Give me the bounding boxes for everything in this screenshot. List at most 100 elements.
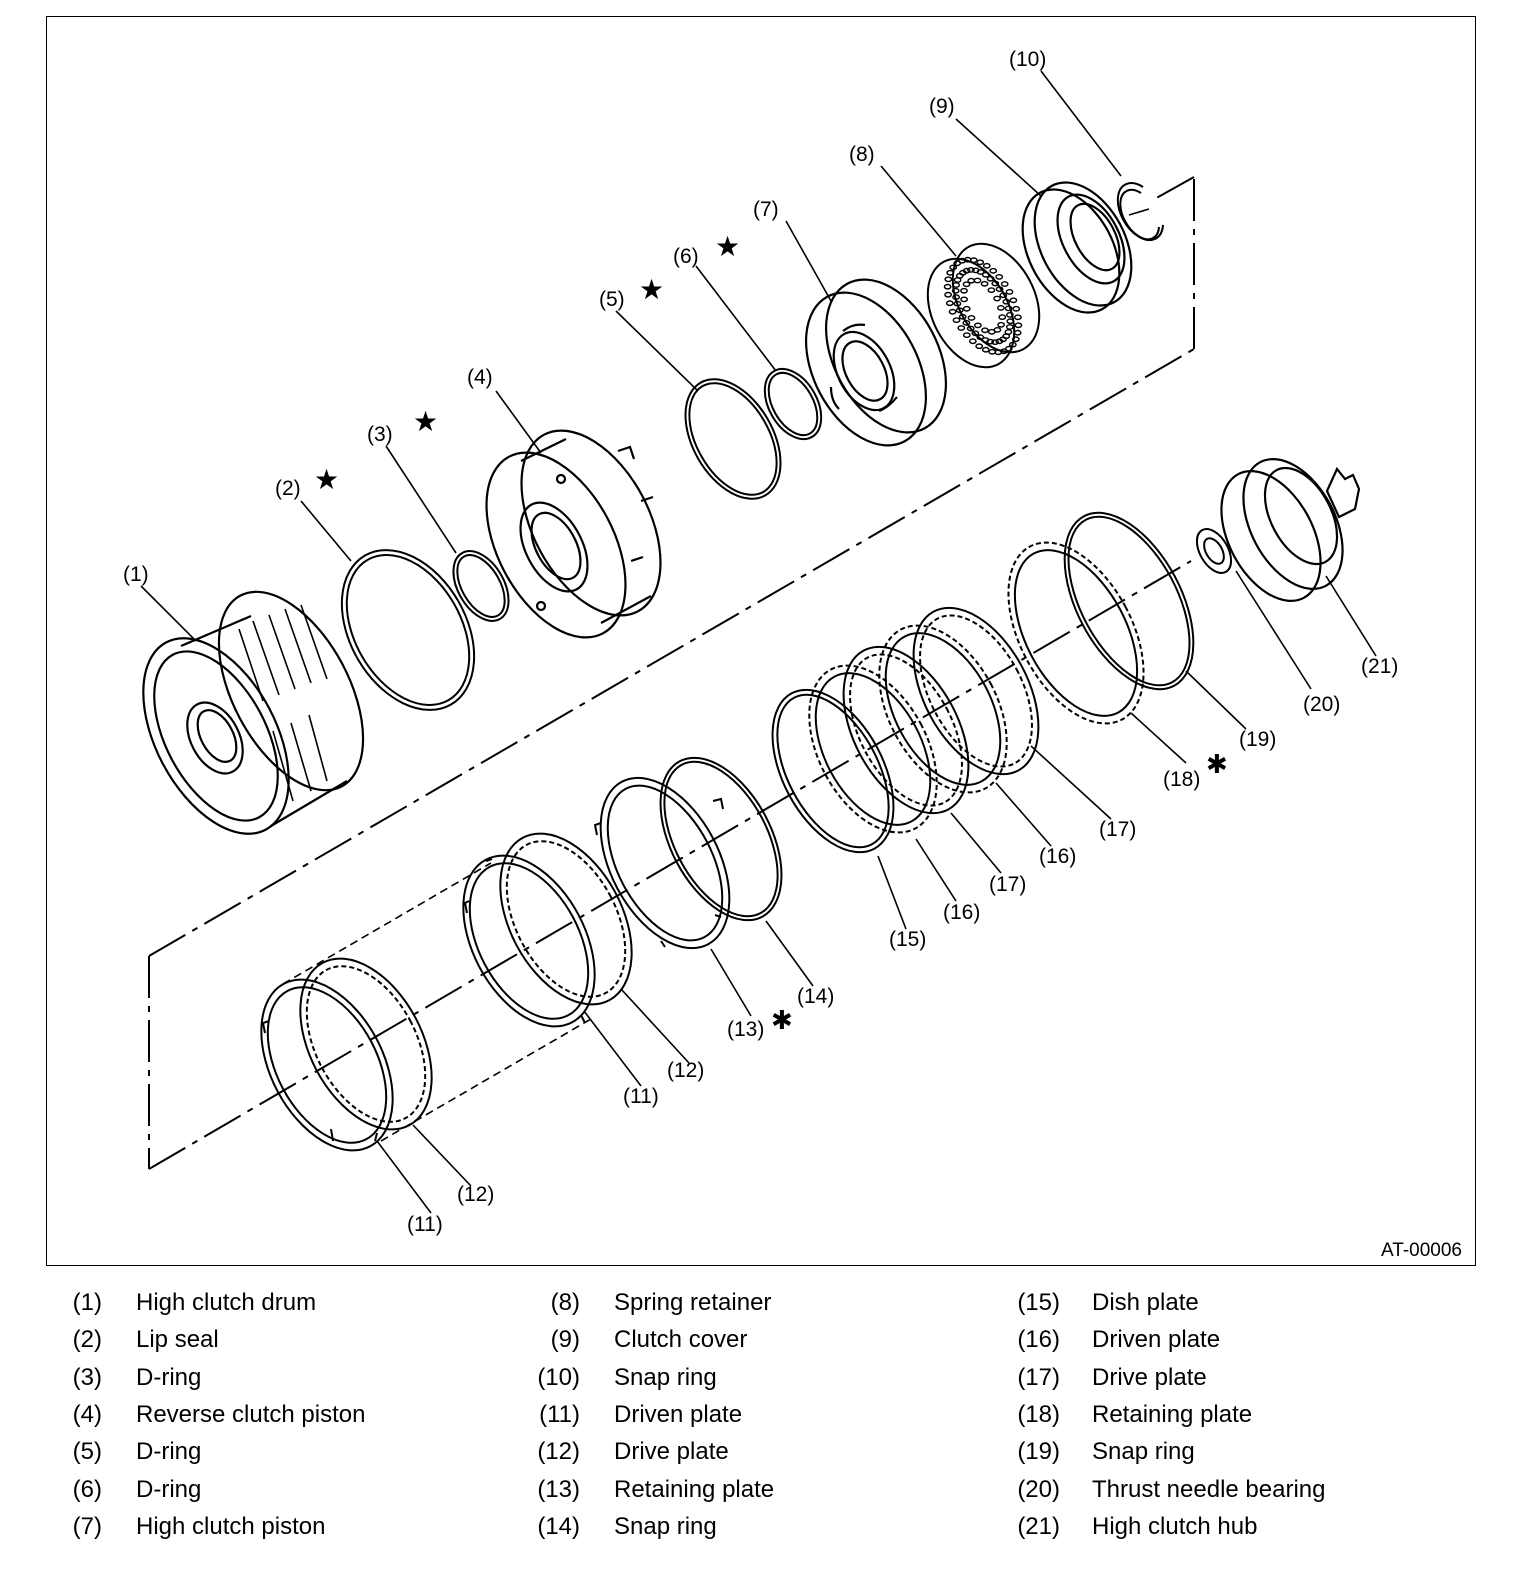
legend-item: (2) Lip seal <box>0 1323 1536 1357</box>
legend-item: (8)Spring retainer <box>0 1286 1536 1320</box>
legend-item-number: (1) <box>72 1289 102 1316</box>
legend-item: (9) Clutch cover <box>0 1323 1536 1357</box>
callout-11a: (11) <box>623 1085 659 1108</box>
callout-8: (8) <box>849 143 875 166</box>
spring-coil <box>1002 298 1011 305</box>
spring-coil <box>999 292 1008 299</box>
spring-coil <box>1006 318 1015 325</box>
drive-plate-12a <box>499 832 633 1006</box>
spring-coil <box>944 291 952 298</box>
legend-item: (13)Retaining plate <box>0 1473 1536 1507</box>
driven-plate-16b <box>808 664 938 834</box>
spring-coil <box>971 330 980 337</box>
spring-coil <box>967 266 975 273</box>
callout-13: (13) <box>727 1018 764 1041</box>
high-clutch-piston <box>804 278 948 447</box>
spring-coil <box>952 317 961 323</box>
legend-item: (6)D-ring <box>0 1473 1536 1507</box>
spring-coil <box>953 300 962 307</box>
spring-coil <box>987 328 996 335</box>
legend-item-name: D-ring <box>136 1363 202 1391</box>
spring-coil <box>1000 281 1009 287</box>
callout-12a: (12) <box>667 1059 704 1082</box>
legend-item-name: Dish plate <box>1092 1289 1199 1316</box>
legend-item: (5)D-ring <box>0 1435 1536 1469</box>
callout-16b: (16) <box>943 901 980 924</box>
legend-item-number: (16) <box>1017 1326 1060 1354</box>
spring-coil <box>960 287 968 294</box>
driven-plate-16a <box>878 624 1008 794</box>
legend-item-name: Driven plate <box>614 1400 743 1428</box>
legend-item-number: (3) <box>72 1363 102 1391</box>
figure-code: AT-00006 <box>1381 1240 1462 1261</box>
snap-ring-14 <box>659 756 783 922</box>
star-icon: ★ <box>639 274 664 305</box>
spring-coil <box>958 313 967 320</box>
legend-item-number: (9) <box>550 1326 580 1354</box>
spring-coil <box>988 348 997 355</box>
spring-coil <box>998 314 1007 320</box>
spring-coil <box>949 264 958 271</box>
spring-coil <box>943 283 952 290</box>
legend-item: (14)Snap ring <box>0 1510 1536 1544</box>
callout-17b: (17) <box>989 873 1026 896</box>
star-icon: ★ <box>715 231 740 262</box>
lip-seal <box>340 549 476 711</box>
legend-item-number: (18) <box>1017 1400 1060 1428</box>
spring-coil <box>1006 311 1014 318</box>
reverse-clutch-piston <box>485 429 662 639</box>
callout-2: (2) <box>275 477 301 500</box>
driven-plate-11a <box>462 854 596 1028</box>
d-ring-6 <box>763 367 823 441</box>
callout-19: (19) <box>1239 728 1276 751</box>
dish-plate <box>771 688 895 854</box>
spring-coil <box>969 257 978 264</box>
retaining-plate-13 <box>593 776 731 950</box>
spring-coil <box>976 259 985 266</box>
legend-item-name: D-ring <box>136 1438 202 1466</box>
spring-coil <box>951 287 960 294</box>
legend-item: (17)Drive plate <box>0 1361 1536 1395</box>
parts-legend: (1)High clutch drum(2)Lip seal(3)D-ring(… <box>0 1286 1536 1574</box>
legend-item-number: (20) <box>1017 1475 1060 1503</box>
legend-item-number: (2) <box>72 1326 102 1354</box>
callout-11b: (11) <box>407 1213 443 1236</box>
callout-12b: (12) <box>457 1183 494 1206</box>
legend-item-name: Lip seal <box>136 1326 219 1354</box>
spring-coil <box>946 269 955 276</box>
diagram-frame: (10) (9) (8) (7) (6) (5) (4) (3) (2) (1)… <box>46 16 1476 1266</box>
legend-item: (1)High clutch drum <box>0 1286 1536 1320</box>
callout-15: (15) <box>889 928 926 951</box>
legend-item-name: High clutch hub <box>1092 1512 1258 1540</box>
upper-axis-line <box>148 176 1195 1169</box>
spring-coil <box>966 325 975 332</box>
spring-coil <box>1005 324 1014 330</box>
legend-item-number: (15) <box>1017 1289 1060 1316</box>
asterisk-icon: ✱ <box>771 1005 793 1035</box>
legend-item-name: Clutch cover <box>614 1326 748 1354</box>
legend-item-number: (11) <box>539 1400 580 1428</box>
star-icon: ★ <box>314 464 339 495</box>
legend-item-name: Drive plate <box>614 1438 729 1466</box>
callout-21: (21) <box>1361 655 1398 678</box>
spring-coil <box>967 314 976 321</box>
drive-plate-17a <box>912 606 1040 776</box>
spring-coil <box>960 296 968 303</box>
spring-coil <box>952 294 960 300</box>
spring-coil <box>997 321 1005 328</box>
spring-coil <box>1008 341 1017 348</box>
spring-coil <box>981 327 989 334</box>
spring-coil <box>967 277 976 284</box>
legend-item-number: (21) <box>1017 1512 1060 1540</box>
callout-14: (14) <box>797 985 834 1008</box>
legend-item: (20)Thrust needle bearing <box>0 1473 1536 1507</box>
callout-10: (10) <box>1009 48 1046 71</box>
legend-item: (12)Drive plate <box>0 1435 1536 1469</box>
spring-coil <box>997 304 1005 311</box>
spring-coil <box>1012 305 1021 312</box>
spring-coil <box>962 305 971 312</box>
spring-coil <box>989 267 998 274</box>
legend-item-number: (6) <box>72 1475 102 1503</box>
legend-item-number: (13) <box>537 1475 580 1503</box>
markers: ★ ★ ★ ★ ✱ ✱ <box>314 231 1228 1035</box>
